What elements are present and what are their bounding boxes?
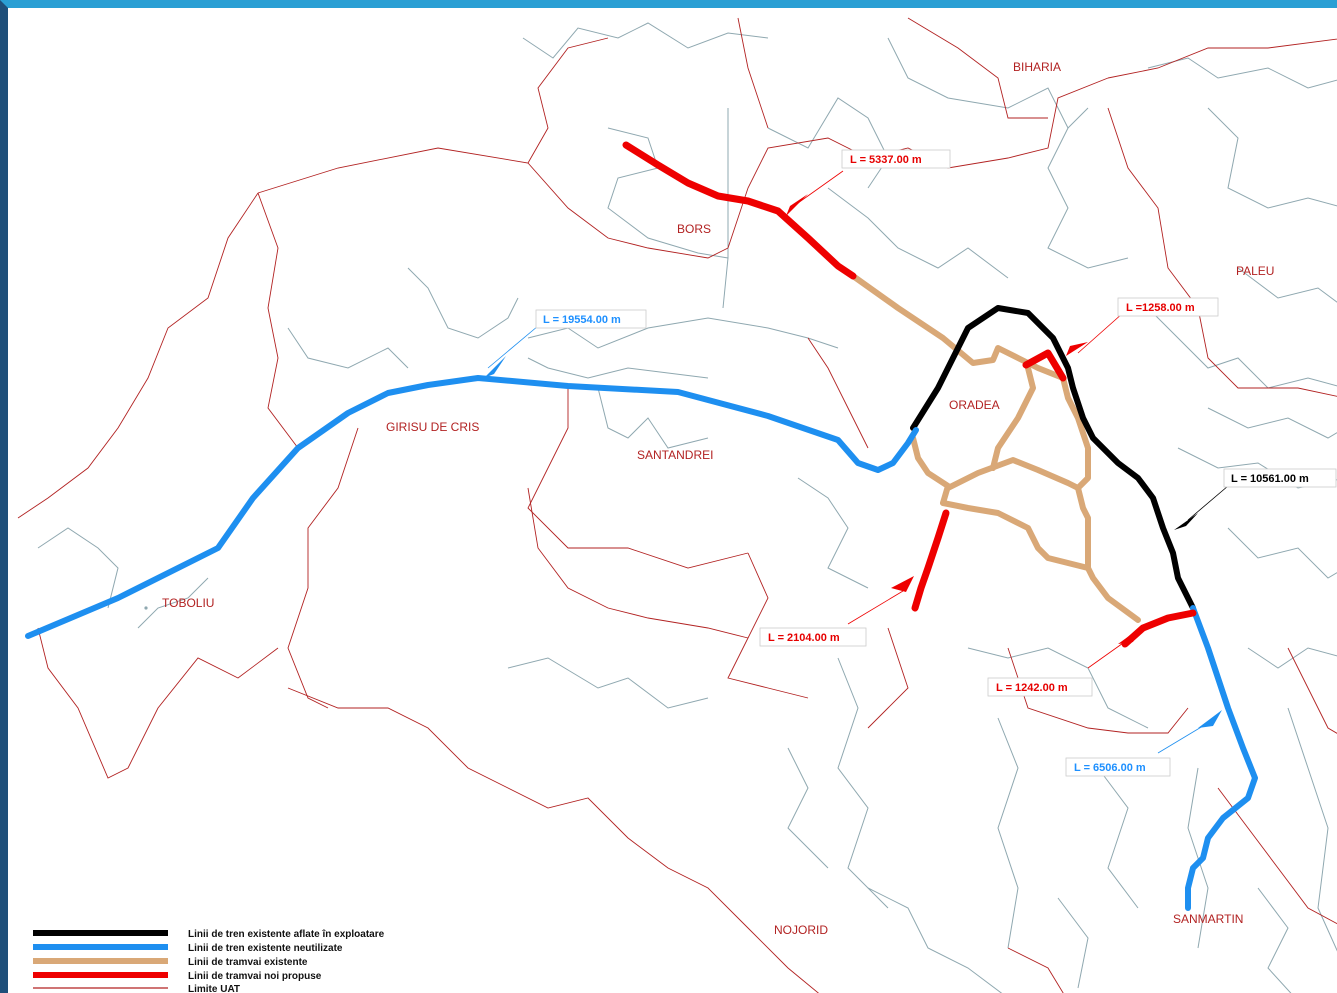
locality-labels: BIHARIA BORS PALEU ORADEA GIRISU DE CRIS… <box>162 60 1274 937</box>
length-label-bors: L = 5337.00 m <box>850 154 922 166</box>
locality-biharia[interactable]: BIHARIA <box>1013 60 1061 74</box>
locality-oradea[interactable]: ORADEA <box>949 398 1000 412</box>
length-labels: L = 5337.00 m L =1258.00 m L = 19554.00 … <box>543 154 1309 774</box>
locality-sanmartin[interactable]: SANMARTIN <box>1173 912 1243 926</box>
locality-santandrei[interactable]: SANTANDREI <box>637 448 713 462</box>
arrow-icon <box>1174 513 1198 530</box>
map-canvas[interactable]: L = 5337.00 m L =1258.00 m L = 19554.00 … <box>8 8 1337 993</box>
arrow-markers <box>484 194 1222 728</box>
leader-lines <box>487 170 1229 754</box>
locality-girisu[interactable]: GIRISU DE CRIS <box>386 420 479 434</box>
train-active-line <box>910 305 1196 611</box>
legend-label-tram-proposed: Linii de tramvai noi propuse <box>188 971 322 982</box>
legend-label-uat-limit: Limite UAT <box>188 984 240 993</box>
legend: Linii de tren existente aflate în exploa… <box>28 920 385 993</box>
arrow-icon <box>786 194 808 216</box>
legend-label-tram-existing: Linii de tramvai existente <box>188 957 308 968</box>
arrow-icon <box>1118 628 1140 644</box>
legend-label-train-neutral: Linii de tren existente neutilizate <box>188 943 343 954</box>
length-label-east-train: L = 10561.00 m <box>1231 473 1309 485</box>
length-label-southeast-link: L = 1242.00 m <box>996 682 1068 694</box>
arrow-icon <box>1066 342 1088 356</box>
arrow-icon <box>1198 710 1222 728</box>
length-label-sanmartin: L = 6506.00 m <box>1074 762 1146 774</box>
length-label-north-link: L =1258.00 m <box>1126 302 1195 314</box>
locality-bors[interactable]: BORS <box>677 222 711 236</box>
arrow-icon <box>484 356 506 378</box>
locality-paleu[interactable]: PALEU <box>1236 264 1274 278</box>
legend-label-train-active: Linii de tren existente aflate în exploa… <box>188 929 385 940</box>
toboliu-point-icon <box>144 606 148 610</box>
parcel-lines <box>37 22 1337 993</box>
locality-toboliu[interactable]: TOBOLIU <box>162 596 214 610</box>
arrow-icon <box>891 576 914 592</box>
train-neutral-lines <box>25 375 1258 911</box>
uat-boundaries <box>17 17 1337 993</box>
tram-existing-network <box>850 273 1141 623</box>
length-label-girisu: L = 19554.00 m <box>543 314 621 326</box>
length-label-boxes <box>535 149 1337 777</box>
locality-nojorid[interactable]: NOJORID <box>774 923 828 937</box>
tram-proposed-lines <box>622 141 1197 648</box>
length-label-south-spur: L = 2104.00 m <box>768 632 840 644</box>
